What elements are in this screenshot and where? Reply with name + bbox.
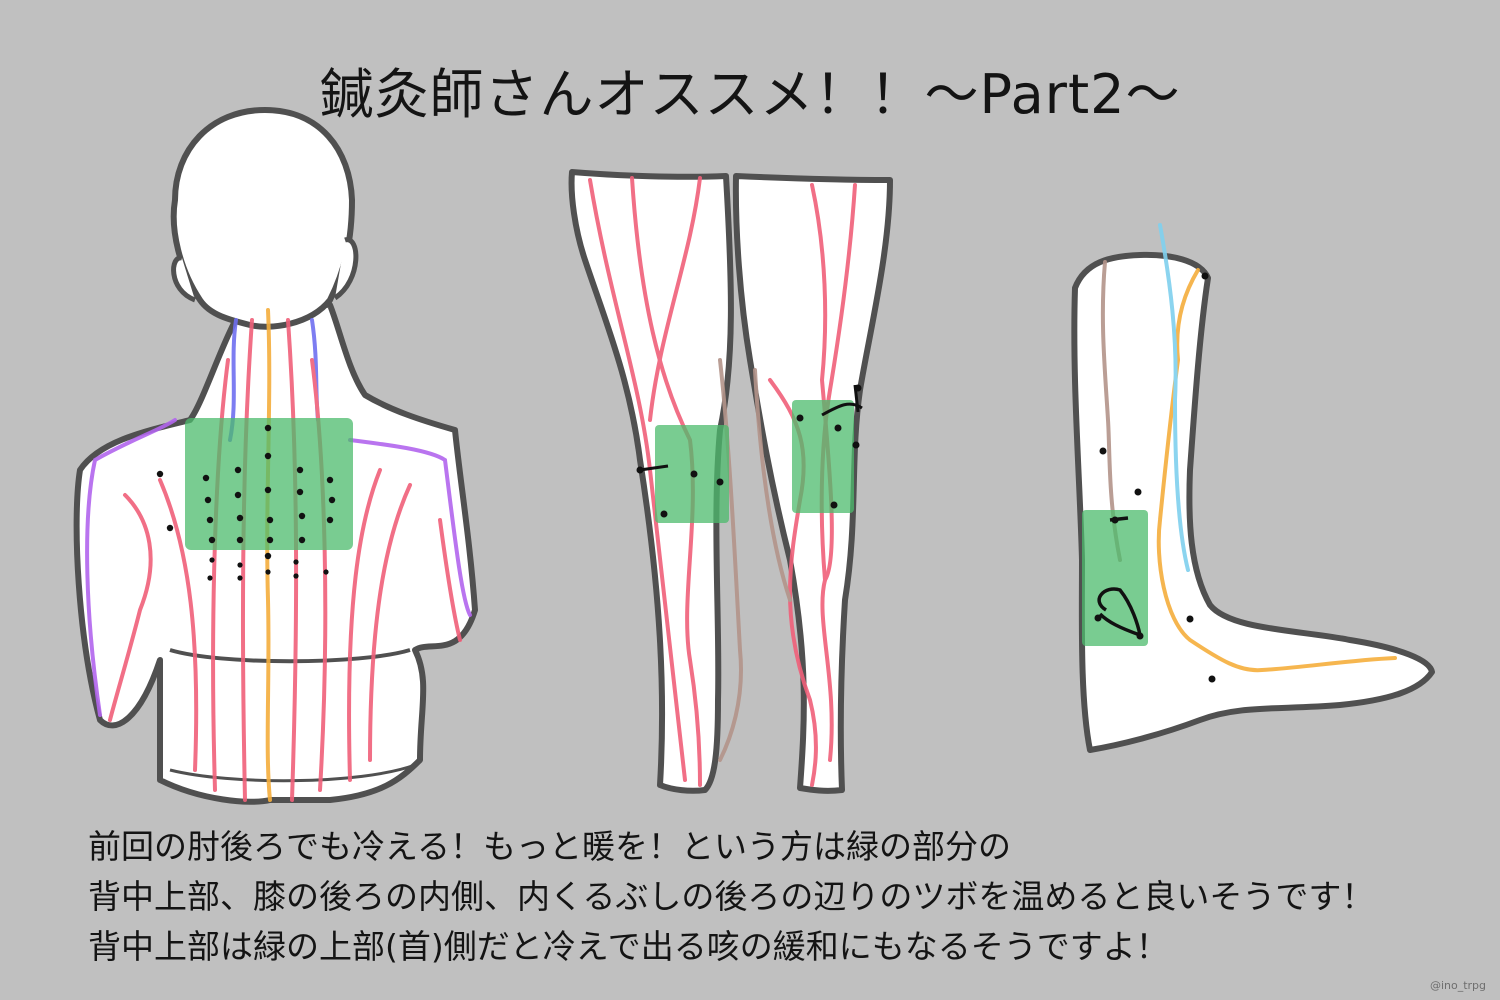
caption-line-1: 前回の肘後ろでも冷える！もっと暖を！という方は緑の部分の: [88, 827, 1012, 866]
foot-outline: [1071, 251, 1435, 753]
author-credit: @ino_trpg: [1429, 979, 1486, 992]
caption-line-2: 背中上部、膝の後ろの内側、内くるぶしの後ろの辺りのツボを温めると良いそうです！: [88, 877, 1375, 916]
upper-back-highlight: [185, 418, 353, 550]
foot-figure: [1071, 223, 1435, 753]
back-figure: [73, 106, 478, 805]
page-title: 鍼灸師さんオススメ！！～Part2～: [319, 63, 1181, 126]
caption-line-3: 背中上部は緑の上部(首)側だと冷えで出る咳の緩和にもなるそうですよ！: [88, 927, 1169, 966]
head-outline: [170, 106, 356, 330]
caption-text: 前回の肘後ろでも冷える！もっと暖を！という方は緑の部分の 背中上部、膝の後ろの内…: [88, 822, 1448, 972]
legs-figure: [568, 169, 893, 794]
torso-outline: [73, 297, 478, 805]
